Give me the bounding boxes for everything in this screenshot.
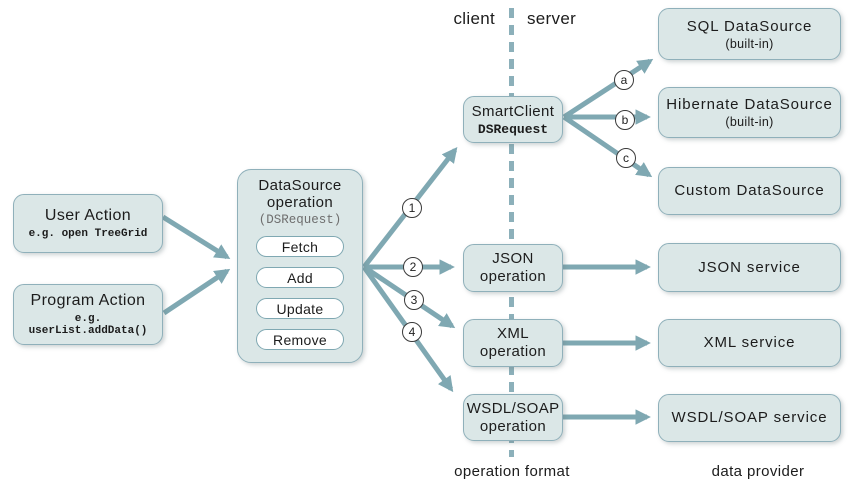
hibernate-datasource-node[interactable]: Hibernate DataSource (built-in) [658,87,841,138]
sql-datasource-title: SQL DataSource [686,17,813,35]
xml-operation-label: XML operation [479,325,547,360]
xml-service-title: XML service [703,334,796,351]
hibernate-builtin-note: (built-in) [725,115,774,129]
xml-service-node[interactable]: XML service [658,319,841,367]
datasource-operation-title-line2: operation [266,194,334,211]
user-action-node[interactable]: User Action e.g. open TreeGrid [13,194,163,253]
remove-pill[interactable]: Remove [256,329,344,350]
fetch-pill[interactable]: Fetch [256,236,344,257]
datasource-operation-node[interactable]: DataSource operation (DSRequest) Fetch A… [237,169,363,363]
custom-datasource-node[interactable]: Custom DataSource [658,167,841,215]
badge-2: 2 [403,257,423,277]
server-label: server [527,9,577,28]
datasource-operation-title-line1: DataSource [258,177,342,194]
user-action-example: e.g. open TreeGrid [28,228,148,240]
sql-builtin-note: (built-in) [725,36,774,51]
custom-datasource-title: Custom DataSource [674,182,825,199]
xml-operation-node[interactable]: XML operation [463,319,563,367]
data-provider-label: data provider [711,463,805,480]
operation-pill-stack: Fetch Add Update Remove [256,236,344,350]
smartclient-dsrequest-node[interactable]: SmartClient DSRequest [463,96,563,143]
arrow-smartclient-to-custom [562,114,653,178]
json-operation-label: JSON operation [479,250,547,285]
json-service-node[interactable]: JSON service [658,243,841,292]
badge-3: 3 [404,290,424,310]
wsdl-service-node[interactable]: WSDL/SOAP service [658,394,841,442]
json-operation-node[interactable]: JSON operation [463,244,563,292]
program-action-title: Program Action [30,292,146,309]
badge-b: b [615,110,635,130]
wsdl-operation-node[interactable]: WSDL/SOAP operation [463,394,563,441]
badge-a: a [614,70,634,90]
hibernate-datasource-title: Hibernate DataSource [666,96,833,113]
json-service-title: JSON service [698,258,801,276]
client-label: client [453,9,495,28]
smartclient-subtitle: DSRequest [477,121,549,137]
operation-format-label: operation format [454,463,570,480]
smartclient-title: SmartClient [471,102,555,120]
badge-4: 4 [402,322,422,342]
badge-c: c [616,148,636,168]
wsdl-operation-label: WSDL/SOAP operation [466,399,560,435]
badge-1: 1 [402,198,422,218]
dsrequest-subtitle: (DSRequest) [258,213,342,227]
arrow-program-action-to-datasource [162,268,231,316]
wsdl-service-title: WSDL/SOAP service [671,409,828,426]
client-server-divider [509,8,514,457]
program-action-example: e.g. userList.addData() [28,313,148,337]
add-pill[interactable]: Add [256,267,344,288]
sql-datasource-node[interactable]: SQL DataSource (built-in) [658,8,841,60]
program-action-node[interactable]: Program Action e.g. userList.addData() [13,284,163,345]
arrow-user-action-to-datasource [161,214,231,260]
arrow-smartclient-to-sql [562,58,654,120]
user-action-title: User Action [44,207,132,224]
update-pill[interactable]: Update [256,298,344,319]
